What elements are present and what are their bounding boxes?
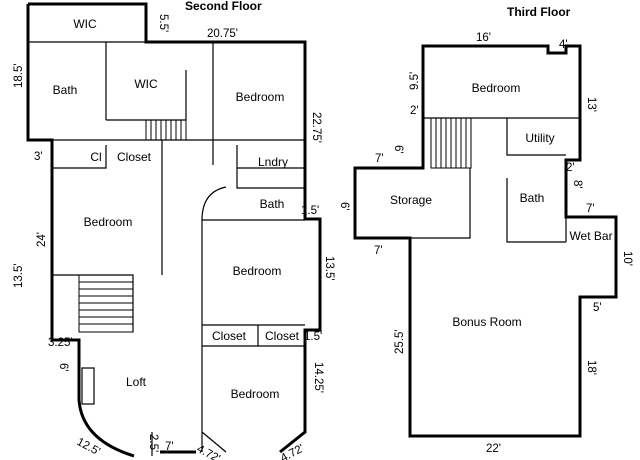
second-floor-title: Second Floor — [185, 0, 262, 13]
dim-13-5-right: 13.5' — [323, 256, 335, 281]
label-wic-top: WIC — [73, 17, 97, 31]
dim-6b: 6' — [338, 202, 350, 211]
dim-16: 16' — [476, 32, 491, 44]
dim-18-5: 18.5' — [13, 63, 25, 88]
label-wet-bar: Wet Bar — [569, 229, 612, 243]
label-wic-mid: WIC — [134, 77, 158, 91]
dim-20-75: 20.75' — [207, 28, 238, 40]
third-floor-dimensions: 16' 4' 9.5' 13' 2' 6' 7' 2' 8' 6' 7' 7' … — [338, 32, 633, 455]
dim-3-25: 3.25' — [48, 337, 73, 349]
dim-5: 5' — [593, 302, 602, 314]
dim-4: 4' — [559, 39, 568, 51]
dim-7c: 7' — [374, 245, 383, 257]
label-bedroom-upper-right: Bedroom — [236, 90, 285, 104]
label-loft: Loft — [126, 375, 147, 389]
third-floor-stairs — [430, 117, 472, 169]
third-floor-title: Third Floor — [507, 5, 571, 19]
second-floor: Second Floor — [13, 0, 335, 460]
label-bedroom-bottom: Bedroom — [231, 387, 280, 401]
label-closet-right: Closet — [265, 329, 300, 343]
third-floor-interior-walls — [410, 117, 580, 243]
dim-2a: 2' — [410, 105, 419, 117]
second-floor-room-labels: WIC Bath WIC Bedroom Cl Closet Lndry Bat… — [53, 17, 300, 401]
label-third-bedroom: Bedroom — [472, 81, 521, 95]
label-laundry: Lndry — [258, 155, 288, 169]
third-floor-room-labels: Bedroom Utility Storage Bath Wet Bar Bon… — [390, 81, 613, 329]
label-bonus-room: Bonus Room — [452, 315, 521, 329]
label-closet-left: Closet — [212, 329, 247, 343]
dim-18: 18' — [585, 360, 597, 375]
dim-6a: 6' — [392, 145, 404, 154]
label-bath-small: Bath — [260, 197, 285, 211]
second-floor-stairs-upper — [145, 119, 187, 141]
second-floor-stairs-lower — [78, 274, 134, 333]
label-utility: Utility — [525, 131, 554, 145]
third-floor-exterior-wall — [353, 44, 618, 438]
label-bedroom-left: Bedroom — [84, 215, 133, 229]
dim-7: 7' — [165, 441, 174, 453]
second-floor-dimensions: 5.5' 20.75' 18.5' 22.75' 3' 1.5' 24' 13.… — [13, 14, 335, 460]
dim-1-5a: 1.5' — [301, 205, 319, 217]
dim-25-5: 25.5' — [394, 329, 406, 354]
label-bath: Bath — [53, 83, 78, 97]
label-closet: Closet — [117, 150, 152, 164]
label-bedroom-mid-right: Bedroom — [233, 264, 282, 278]
dim-24: 24' — [36, 232, 48, 247]
dim-3: 3' — [34, 151, 43, 163]
second-floor-exterior-wall — [26, 2, 322, 458]
dim-5-5: 5.5' — [157, 14, 169, 32]
dim-7b: 7' — [586, 203, 595, 215]
dim-13: 13' — [585, 97, 597, 112]
dim-6: 6' — [57, 363, 69, 372]
fireplace — [81, 367, 95, 405]
dim-13-5-left: 13.5' — [13, 263, 25, 288]
dim-8: 8' — [571, 180, 583, 189]
dim-10: 10' — [621, 251, 633, 266]
label-third-bath: Bath — [520, 191, 545, 205]
dim-22-75: 22.75' — [310, 112, 322, 143]
label-closet-ci: Cl — [90, 150, 101, 164]
dim-2-5: 2.5' — [147, 434, 159, 452]
dim-1-5b: 1.5' — [304, 331, 322, 343]
dim-4-72b: 4.72' — [279, 443, 306, 460]
dim-12-5: 12.5' — [75, 436, 102, 458]
third-floor: Third Floor Bedroom Utility Storage Bath… — [338, 5, 633, 455]
label-storage: Storage — [390, 193, 432, 207]
dim-7a: 7' — [375, 153, 384, 165]
dim-9-5: 9.5' — [409, 72, 421, 90]
dim-14-25: 14.25' — [312, 362, 324, 393]
dim-2b: 2' — [566, 162, 575, 174]
dim-22: 22' — [486, 443, 501, 455]
